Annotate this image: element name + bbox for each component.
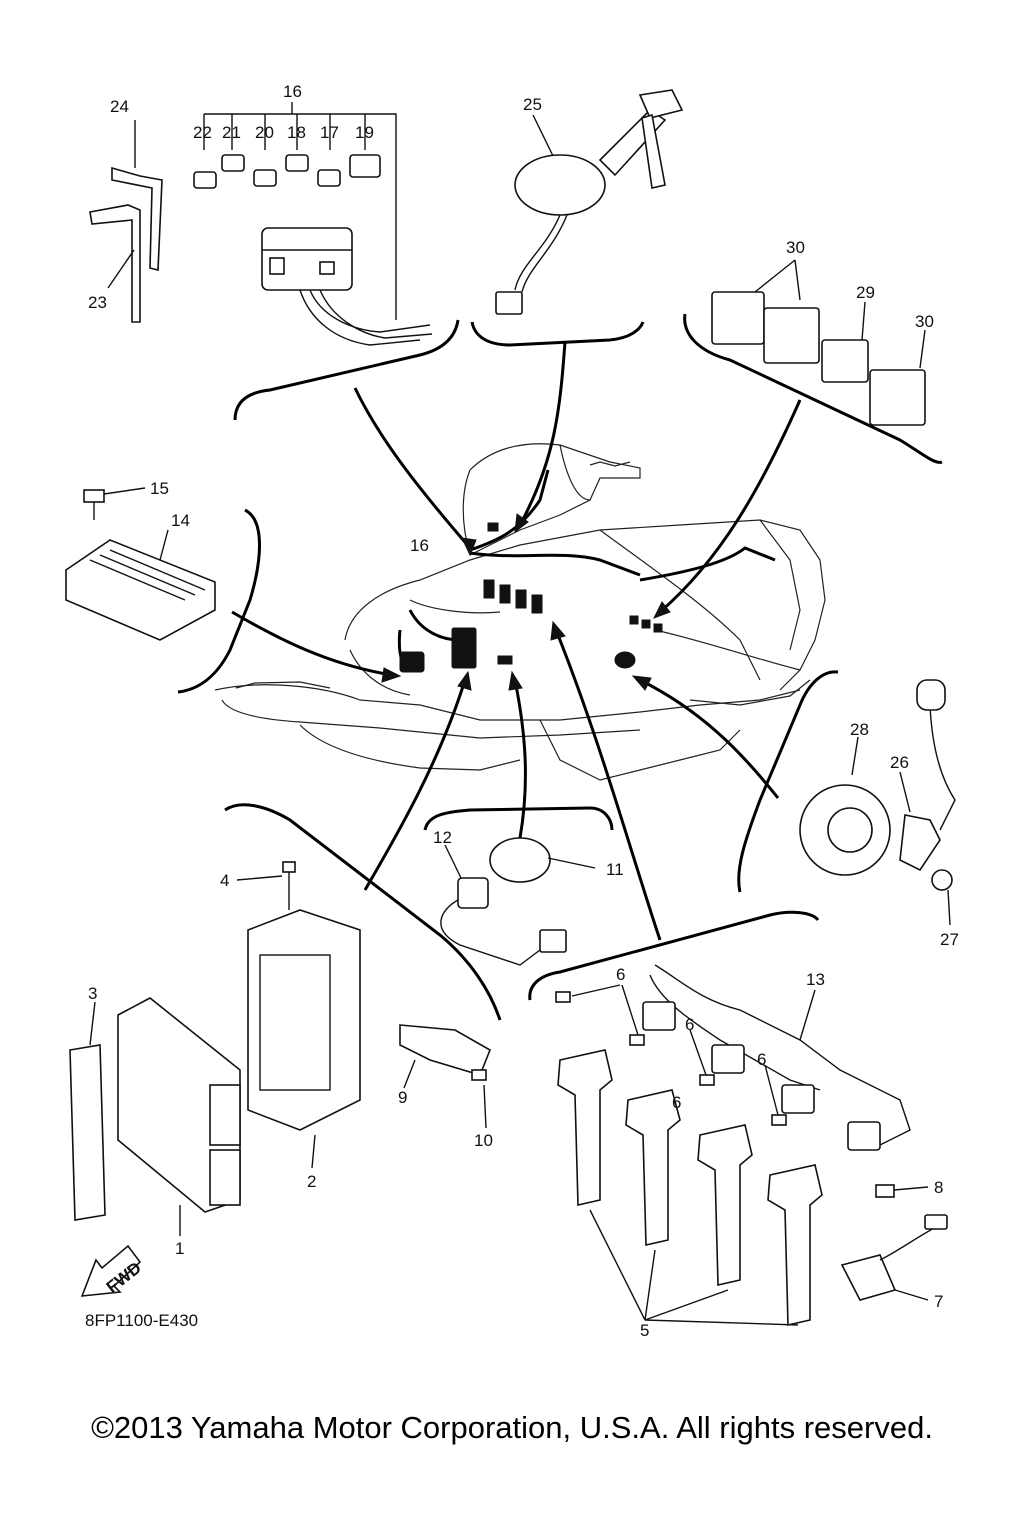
callout-14: 14 [171,511,190,530]
callout-22: 22 [193,123,212,142]
sensor-11-icon [489,837,551,883]
connector-2-icon [711,1044,745,1074]
bolt-6c-icon [699,1074,715,1086]
nut-27-icon [931,869,953,891]
regulator-icon [65,539,216,641]
callout-20: 20 [255,123,274,142]
callout-labels: 16 22 21 20 18 17 19 24 23 25 30 29 30 1… [85,82,959,1340]
sensor-26-icon [899,814,941,872]
copyright-notice: ©2013 Yamaha Motor Corporation, U.S.A. A… [91,1410,933,1445]
fuse-20-icon [253,169,277,187]
main-switch-icon [514,154,606,216]
fwd-arrow-icon [80,1244,142,1297]
callout-28: 28 [850,720,869,739]
cable-tie-24-icon [111,166,163,272]
callout-29: 29 [856,283,875,302]
regulator-group [65,487,216,641]
sensor-12-icon [457,877,489,909]
fuse-22-icon [193,171,217,189]
callout-13: 13 [806,970,825,989]
bolt-6a-icon [555,991,571,1003]
callout-5: 5 [640,1321,649,1340]
callout-3: 3 [88,984,97,1003]
bolt-4-icon [282,861,296,873]
callout-4: 4 [220,871,229,890]
callout-21: 21 [222,123,241,142]
coil-1-icon [557,1049,613,1206]
callout-19: 19 [355,123,374,142]
fuse-18-icon [285,154,309,172]
cable-tie-23-icon [89,204,141,323]
bolt-10-icon [471,1069,487,1081]
ecu-group [69,861,492,1297]
connector-3-icon [781,1084,815,1114]
callout-7: 7 [934,1292,943,1311]
bolt-8-icon [875,1184,895,1198]
coil-4-icon [767,1164,823,1326]
callout-27: 27 [940,930,959,949]
callout-17: 17 [320,123,339,142]
fuse-19-icon [349,154,381,178]
callout-12: 12 [433,828,452,847]
callout-11: 11 [606,860,624,879]
coil-2-icon [625,1089,681,1246]
callout-1: 1 [175,1239,184,1258]
relay-30c-icon [869,369,926,426]
bracket-2-icon [247,909,361,1131]
callout-16-center: 16 [410,536,429,555]
callout-6-b: 6 [685,1015,694,1034]
band-3-icon [69,1044,106,1221]
diagram-code: 8FP1100-E430 [85,1311,198,1330]
group-brackets [177,313,943,1021]
relay-group [711,259,926,426]
fuse-17-icon [317,169,341,187]
fuse-box-group [89,102,433,346]
callout-8: 8 [934,1178,943,1197]
callout-24: 24 [110,97,129,116]
bolt-6d-icon [771,1114,787,1126]
callout-18: 18 [287,123,306,142]
bolt-6b-icon [629,1034,645,1046]
callout-30-top: 30 [786,238,805,257]
connector-4-icon [847,1121,881,1151]
callout-23: 23 [88,293,107,312]
callout-26: 26 [890,753,909,772]
callout-6-a: 6 [616,965,625,984]
callout-10: 10 [474,1131,493,1150]
callout-6-d: 6 [672,1093,681,1112]
callout-6-c: 6 [757,1050,766,1069]
key-icon [641,113,666,189]
relay-29-icon [821,339,869,383]
coil-3-icon [697,1124,753,1286]
sensor-9-icon [399,1024,492,1076]
switch-connector-icon [495,291,523,315]
fuse-21-icon [221,154,245,172]
relay-30b-icon [763,307,820,364]
bolt-15-icon [83,489,105,503]
coil-group [555,964,948,1326]
callout-25: 25 [523,95,542,114]
main-switch-group [495,89,684,315]
sensor-group [440,837,596,966]
callout-2: 2 [307,1172,316,1191]
relay-30-icon [711,291,765,345]
callout-16-top: 16 [283,82,302,101]
callout-30-right: 30 [915,312,934,331]
rotor-group [799,679,956,926]
callout-15: 15 [150,479,169,498]
callout-9: 9 [398,1088,407,1107]
sensor-7-icon [840,1254,897,1301]
snowmobile-outline [214,443,826,781]
connector-1-icon [642,1001,676,1031]
